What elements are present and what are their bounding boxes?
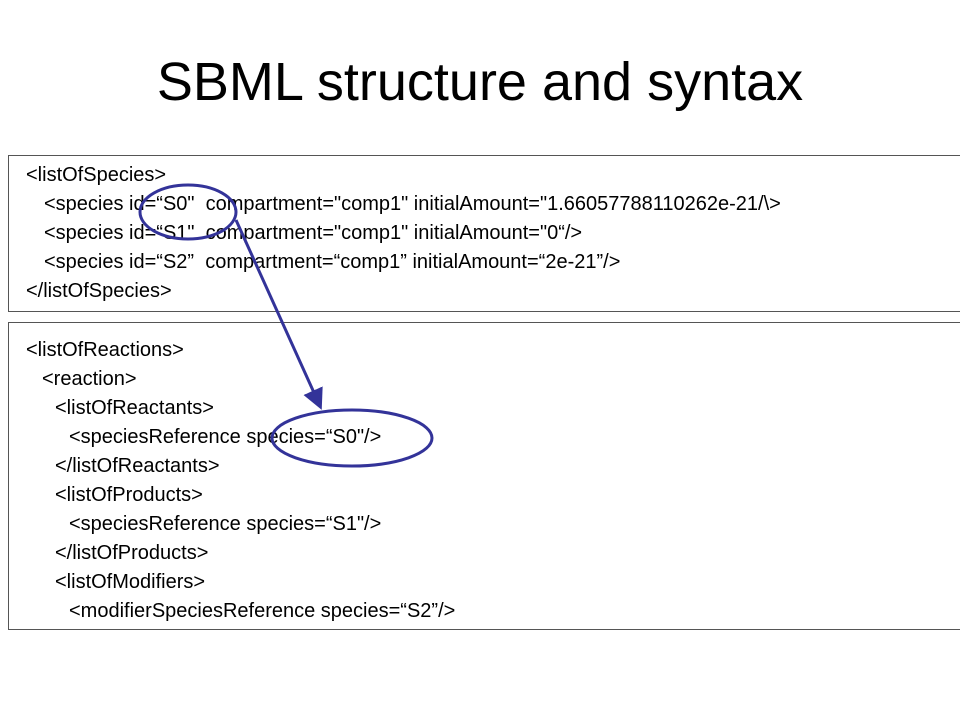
list-of-species-close-tag: </listOfSpecies> xyxy=(26,280,172,302)
species-s0-line: <species id=“S0" compartment="comp1" ini… xyxy=(44,193,781,215)
list-of-reactants-close-tag: </listOfReactants> xyxy=(55,455,220,477)
species-s2-line: <species id=“S2” compartment=“comp1” ini… xyxy=(44,251,621,273)
list-of-species-open-tag: <listOfSpecies> xyxy=(26,164,167,186)
species-s1-line: <species id=“S1" compartment="comp1" ini… xyxy=(44,222,583,244)
reaction-open-tag: <reaction> xyxy=(42,368,137,390)
modifier-species-reference-line: <modifierSpeciesReference species=“S2”/> xyxy=(69,600,456,622)
list-of-modifiers-open-tag: <listOfModifiers> xyxy=(55,571,206,593)
reactions-code-box xyxy=(8,322,960,630)
list-of-products-open-tag: <listOfProducts> xyxy=(55,484,203,506)
list-of-reactions-open-tag: <listOfReactions> xyxy=(26,339,184,361)
list-of-products-close-tag: </listOfProducts> xyxy=(55,542,209,564)
product-species-reference-line: <speciesReference species=“S1"/> xyxy=(69,513,382,535)
reactant-species-reference-line: <speciesReference species=“S0"/> xyxy=(69,426,382,448)
slide-title: SBML structure and syntax xyxy=(156,52,804,112)
list-of-reactants-open-tag: <listOfReactants> xyxy=(55,397,214,419)
